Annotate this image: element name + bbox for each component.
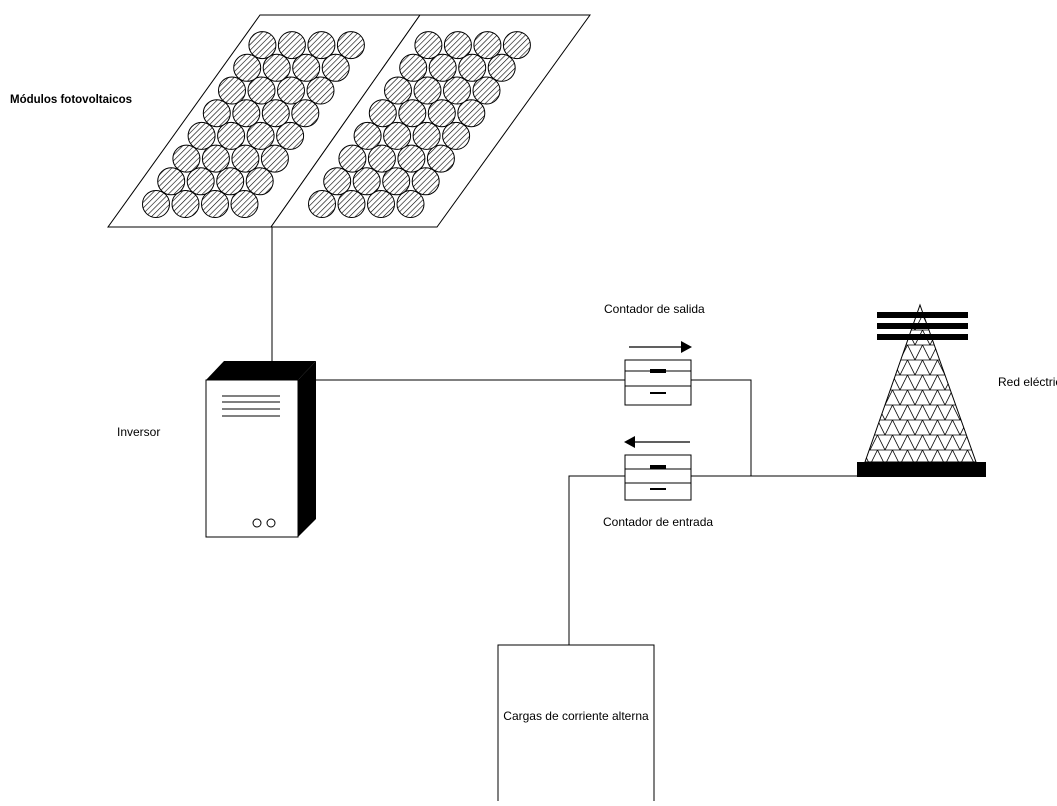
solar-cell [353, 121, 382, 150]
wire-meter-out-junction [691, 379, 752, 476]
label-inversor: Inversor [117, 425, 161, 439]
solar-cell [291, 99, 320, 128]
solar-cell [202, 99, 231, 128]
power-tower-icon [857, 303, 986, 477]
solar-cell [487, 53, 516, 82]
solar-cell [397, 144, 426, 173]
solar-cell [277, 31, 306, 60]
solar-cell [368, 99, 397, 128]
label-contador-salida: Contador de salida [604, 302, 705, 316]
solar-cell [262, 53, 291, 82]
label-red-electrica: Red eléctrica [998, 375, 1057, 389]
solar-cell [383, 121, 412, 150]
solar-cell [186, 167, 215, 196]
solar-cell [413, 76, 442, 105]
solar-cell [171, 190, 200, 218]
solar-cell [367, 190, 395, 218]
loads-box [497, 644, 655, 801]
inverter-icon [205, 361, 316, 538]
arrow-right-icon [681, 341, 692, 353]
solar-cell [276, 121, 305, 150]
solar-cell [307, 31, 336, 60]
solar-cell [442, 121, 471, 150]
solar-cell [472, 76, 501, 105]
solar-cell [232, 99, 261, 128]
solar-cell [230, 190, 259, 218]
solar-cell [308, 190, 336, 218]
solar-cell [261, 99, 290, 128]
solar-cell [382, 167, 411, 196]
solar-cell [443, 31, 472, 60]
solar-cell [142, 190, 170, 218]
solar-cell [201, 144, 230, 173]
solar-panel-left [107, 14, 421, 228]
solar-cell [367, 144, 396, 173]
solar-cell [233, 53, 262, 82]
solar-cell [231, 144, 260, 173]
solar-cell [157, 167, 186, 196]
solar-cell [458, 53, 487, 82]
wires [271, 227, 857, 645]
solar-cell [248, 31, 277, 60]
solar-cell [336, 31, 365, 60]
solar-cell [321, 53, 350, 82]
solar-cell [218, 76, 246, 105]
solar-cell [414, 31, 443, 60]
solar-cell [277, 76, 305, 105]
solar-cell [352, 167, 381, 196]
solar-cell [260, 144, 289, 173]
solar-cell [338, 144, 367, 173]
panel-cells-right [308, 31, 531, 218]
solar-cell [337, 190, 366, 218]
solar-cell [443, 76, 471, 105]
solar-panel-right [270, 14, 591, 228]
solar-cell [426, 144, 455, 173]
solar-cell [306, 76, 335, 105]
wire-meter-in-loads [568, 475, 625, 645]
solar-cell [398, 99, 427, 128]
solar-cell [396, 190, 425, 218]
solar-cell [411, 167, 440, 196]
solar-cell [384, 76, 412, 105]
solar-cell [201, 190, 229, 218]
solar-cell [502, 31, 531, 60]
solar-cell [323, 167, 352, 196]
meter-out-icon [624, 341, 692, 406]
solar-cell [247, 76, 276, 105]
label-modulos: Módulos fotovoltaicos [10, 94, 133, 106]
solar-cell [246, 121, 275, 150]
solar-cell [172, 144, 201, 173]
meter-in-icon [624, 436, 692, 501]
panel-cells-left [142, 31, 365, 218]
label-cargas: Cargas de corriente alterna [503, 709, 649, 723]
solar-cell [412, 121, 441, 150]
solar-cell [473, 31, 502, 60]
solar-cell [292, 53, 321, 82]
label-contador-entrada: Contador de entrada [603, 515, 714, 529]
solar-cell [187, 121, 216, 150]
solar-cell [217, 121, 246, 150]
solar-cell [428, 53, 457, 82]
solar-cell [427, 99, 456, 128]
arrow-left-icon [624, 436, 635, 448]
solar-cell [457, 99, 486, 128]
solar-cell [216, 167, 245, 196]
solar-cell [245, 167, 274, 196]
solar-cell [399, 53, 428, 82]
